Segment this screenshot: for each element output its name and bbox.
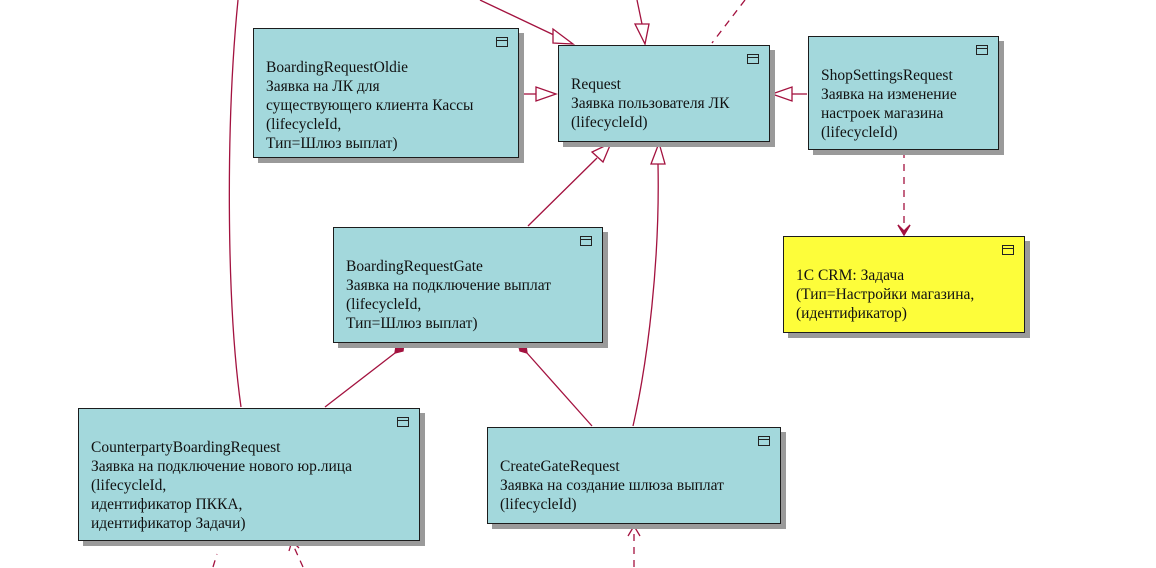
- edge-top-to-counterparty: [228, 0, 242, 408]
- class-shop-settings-request: ShopSettingsRequest Заявка на изменение …: [808, 36, 999, 150]
- edge-dashed-bottom-left: [212, 553, 218, 568]
- class-name: CreateGateRequest: [500, 458, 620, 475]
- class-name: Request: [571, 76, 621, 93]
- class-name: BoardingRequestOldie: [266, 59, 409, 76]
- edge-arrowhead-hollow: [770, 86, 793, 102]
- class-icon: [397, 417, 409, 427]
- class-description: существующего клиента Кассы: [266, 97, 474, 114]
- class-attributes: (Тип=Настройки магазина,: [796, 286, 975, 303]
- class-description: Заявка на изменение: [821, 86, 957, 103]
- class-boarding-request-gate: BoardingRequestGate Заявка на подключени…: [333, 227, 603, 343]
- class-name: ShopSettingsRequest: [821, 67, 953, 84]
- edge-diamond-filled: [394, 342, 405, 354]
- class-icon: [747, 54, 759, 64]
- class-attributes: (lifecycleId,: [266, 116, 342, 133]
- class-attributes: идентификатор ПККА,: [91, 496, 243, 513]
- edge-arrowhead-hollow: [633, 23, 650, 46]
- class-icon: [496, 37, 508, 47]
- class-attributes: (lifecycleId,: [91, 477, 167, 494]
- edge-arrowhead-hollow: [552, 27, 576, 45]
- class-attributes: (lifecycleId): [821, 124, 898, 141]
- class-attributes: Тип=Шлюз выплат): [266, 135, 398, 152]
- edge-top-left-to-request: [479, 0, 557, 37]
- edge-dashed-top-right: [711, 0, 746, 44]
- class-icon: [976, 45, 988, 55]
- edge-creategate-to-request: [632, 163, 659, 427]
- class-counterparty-boarding-request: CounterpartyBoardingRequest Заявка на по…: [78, 408, 420, 541]
- edge-top-to-request: [636, 0, 643, 25]
- edge-gate-to-request: [527, 157, 598, 227]
- class-icon: [1002, 245, 1014, 255]
- class-crm-task: 1С CRM: Задача (Тип=Настройки магазина, …: [783, 236, 1025, 333]
- edge-arrowhead-hollow: [590, 141, 613, 164]
- class-boarding-request-oldie: BoardingRequestOldie Заявка на ЛК для су…: [253, 28, 519, 158]
- class-description: Заявка на создание шлюза выплат: [500, 477, 724, 494]
- edge-arrowhead-hollow: [650, 140, 666, 165]
- class-description: Заявка на подключение выплат: [346, 277, 551, 294]
- class-description: Заявка на подключение нового юр.лица: [91, 458, 352, 475]
- class-attributes: (lifecycleId): [500, 496, 577, 513]
- class-request: Request Заявка пользователя ЛК (lifecycl…: [558, 45, 770, 142]
- edge-counterparty-to-gate: [324, 352, 396, 408]
- edge-arrowhead-hollow: [535, 86, 558, 102]
- class-icon: [758, 436, 770, 446]
- edge-diamond-filled: [517, 342, 528, 354]
- class-name: BoardingRequestGate: [346, 258, 483, 275]
- class-attributes: (идентификатор): [796, 305, 907, 322]
- edge-creategate-to-gate: [526, 352, 593, 427]
- edge-arrowhead-filled: [897, 224, 911, 237]
- class-create-gate-request: CreateGateRequest Заявка на создание шлю…: [487, 427, 781, 524]
- class-icon: [580, 236, 592, 246]
- class-name: 1С CRM: Задача: [796, 267, 905, 284]
- class-description: Заявка на ЛК для: [266, 78, 380, 95]
- class-attributes: идентификатор Задачи): [91, 515, 246, 532]
- edge-arrowhead-open: [627, 524, 641, 537]
- class-description: настроек магазина: [821, 105, 944, 122]
- class-attributes: (lifecycleId): [571, 114, 648, 131]
- class-attributes: (lifecycleId,: [346, 296, 422, 313]
- edge-arrowhead-open: [288, 539, 300, 552]
- class-name: CounterpartyBoardingRequest: [91, 439, 281, 456]
- class-description: Заявка пользователя ЛК: [571, 95, 730, 112]
- edge-dashed-to-counterparty: [293, 546, 304, 568]
- class-attributes: Тип=Шлюз выплат): [346, 315, 478, 332]
